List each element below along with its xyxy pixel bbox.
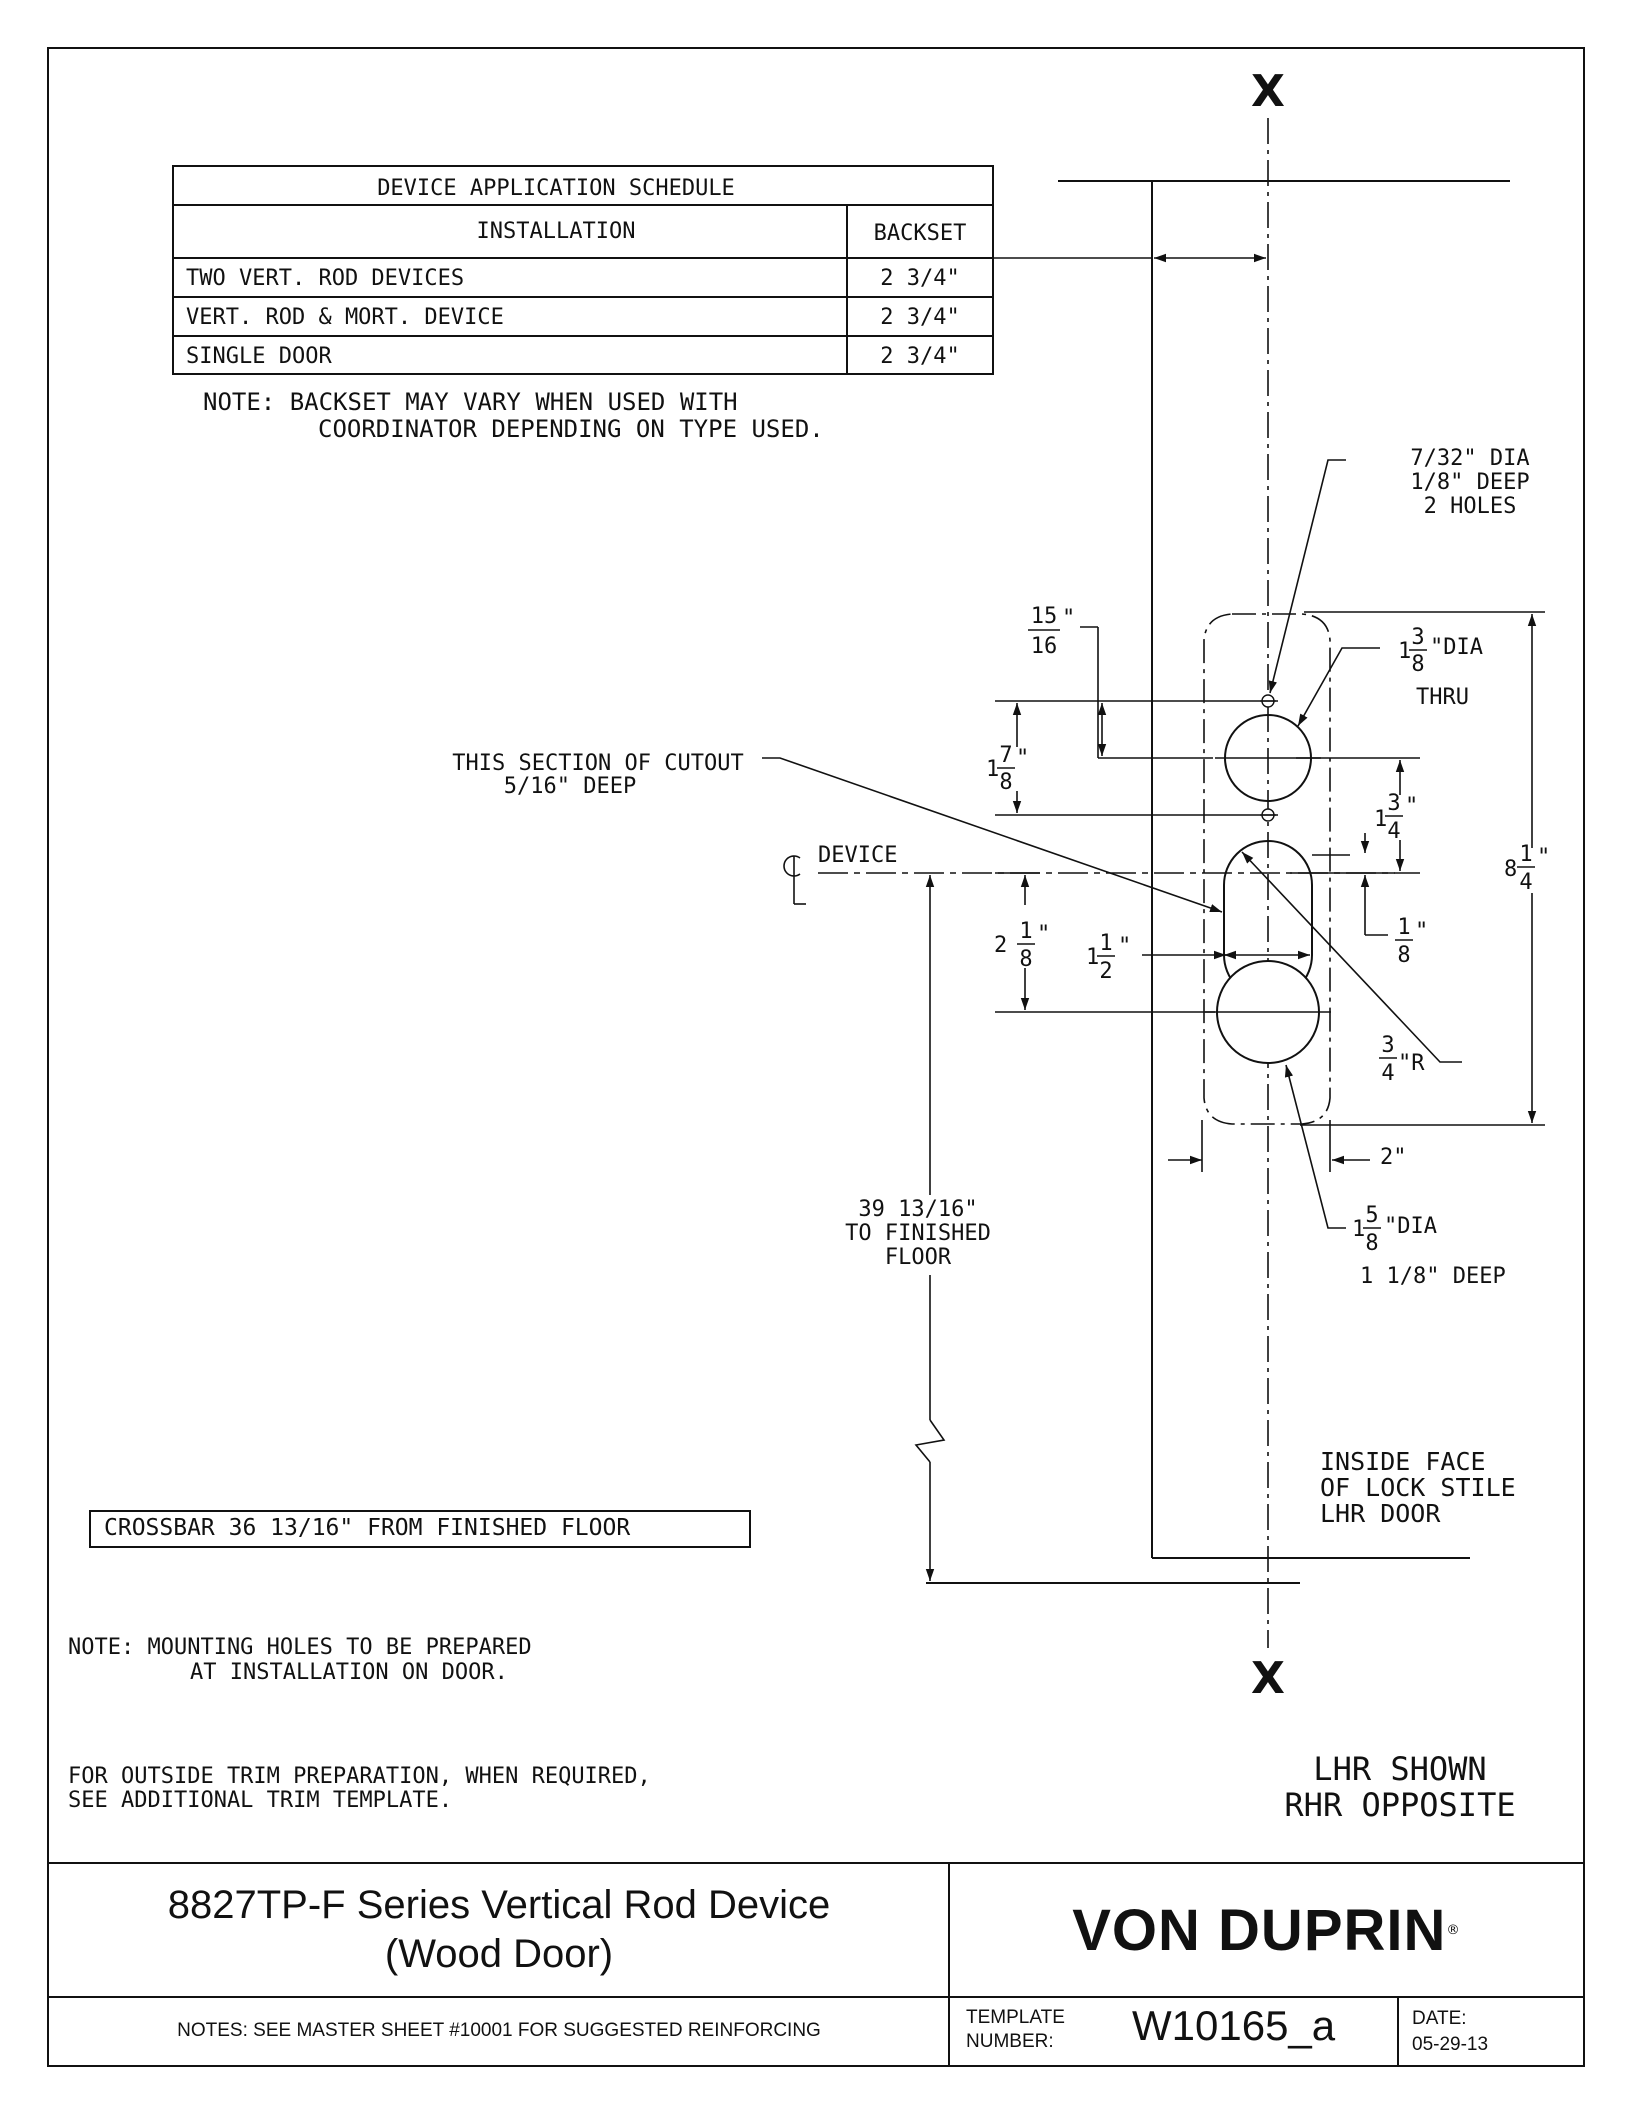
svg-text:8: 8 xyxy=(1411,652,1424,677)
svg-text:15: 15 xyxy=(1031,604,1058,629)
svg-text:": " xyxy=(1415,919,1428,944)
svg-text:": " xyxy=(1118,934,1131,959)
schedule-row-1-backset: 2 3/4" xyxy=(880,266,959,291)
hand-note-line2: RHR OPPOSITE xyxy=(1284,1786,1515,1824)
svg-text:8: 8 xyxy=(1019,947,1032,972)
dim-2-1-8: 2 1 8 " xyxy=(994,919,1050,972)
svg-text:THRU: THRU xyxy=(1416,685,1469,710)
upper-hole-callout: 1 3 8 "DIA THRU xyxy=(1398,625,1483,710)
sheet-border xyxy=(47,47,1585,2067)
centerline-device-label: DEVICE xyxy=(818,843,897,868)
trim-note-line2: SEE ADDITIONAL TRIM TEMPLATE. xyxy=(68,1788,452,1813)
dim-1-1-2: 1 1 2 " xyxy=(1086,931,1131,984)
cutout-callout-line2: 5/16" DEEP xyxy=(504,774,636,799)
dim-1-7-8: 1 7 8 " xyxy=(986,743,1029,795)
svg-text:1: 1 xyxy=(1099,931,1112,956)
small-holes-callout-line2: 1/8" DEEP xyxy=(1410,470,1529,495)
svg-text:8: 8 xyxy=(1365,1231,1378,1256)
schedule-row-2-installation: VERT. ROD & MORT. DEVICE xyxy=(186,305,504,330)
svg-text:": " xyxy=(1537,845,1550,870)
stile-callout-line3: LHR DOOR xyxy=(1320,1499,1441,1528)
small-holes-callout-line3: 2 HOLES xyxy=(1424,494,1517,519)
svg-text:7: 7 xyxy=(999,743,1012,768)
stile-callout-line1: INSIDE FACE xyxy=(1320,1447,1486,1476)
svg-text:2: 2 xyxy=(994,933,1007,958)
svg-text:8: 8 xyxy=(999,770,1012,795)
svg-text:1: 1 xyxy=(1398,639,1411,664)
svg-text:": " xyxy=(1016,746,1029,771)
dim-8-1-4: 8 1 4 " xyxy=(1504,842,1550,895)
svg-text:1: 1 xyxy=(1086,945,1099,970)
floor-callout-line3: FLOOR xyxy=(885,1245,952,1270)
svg-text:"DIA: "DIA xyxy=(1430,635,1483,660)
lower-hole-depth: 1 1/8" DEEP xyxy=(1360,1264,1506,1289)
svg-text:1: 1 xyxy=(1019,919,1032,944)
svg-text:8: 8 xyxy=(1397,943,1410,968)
svg-text:4: 4 xyxy=(1387,819,1400,844)
lower-hole-callout: 1 5 8 "DIA xyxy=(1352,1203,1437,1256)
x-marker-bottom: X xyxy=(1251,1653,1285,1704)
x-marker-top: X xyxy=(1251,66,1285,117)
svg-text:4: 4 xyxy=(1519,870,1532,895)
schedule-row-3-installation: SINGLE DOOR xyxy=(186,344,332,369)
svg-text:5: 5 xyxy=(1365,1203,1378,1228)
svg-text:": " xyxy=(1405,794,1418,819)
svg-text:": " xyxy=(1062,606,1075,631)
svg-text:"DIA: "DIA xyxy=(1384,1214,1437,1239)
mounting-note-line2: AT INSTALLATION ON DOOR. xyxy=(190,1660,508,1685)
svg-text:1: 1 xyxy=(986,757,999,782)
dimension-lines xyxy=(762,459,1545,1581)
dim-1-3-4: 1 3 4 " xyxy=(1374,791,1418,844)
svg-text:3: 3 xyxy=(1387,791,1400,816)
svg-text:1: 1 xyxy=(1374,807,1387,832)
dim-15-16: 15 16 " xyxy=(1028,604,1075,659)
svg-text:3: 3 xyxy=(1381,1033,1394,1058)
dim-1-8: 1 8 " xyxy=(1395,915,1428,968)
stile-callout-line2: OF LOCK STILE xyxy=(1320,1473,1516,1502)
svg-text:1: 1 xyxy=(1352,1217,1365,1242)
lock-stile-lines xyxy=(926,180,1510,1584)
mounting-note-line1: NOTE: MOUNTING HOLES TO BE PREPARED xyxy=(68,1635,532,1660)
svg-text:16: 16 xyxy=(1031,634,1058,659)
crossbar-box xyxy=(89,1510,751,1548)
schedule-col-backset: BACKSET xyxy=(874,221,967,246)
schedule-col-installation: INSTALLATION xyxy=(477,219,636,244)
svg-text:2: 2 xyxy=(1099,959,1112,984)
dim-3-4-radius: 3 4 "R xyxy=(1379,1033,1425,1086)
svg-text:8: 8 xyxy=(1504,857,1517,882)
dim-2in: 2" xyxy=(1380,1145,1407,1170)
schedule-row-2-backset: 2 3/4" xyxy=(880,305,959,330)
small-holes-callout-line1: 7/32" DIA xyxy=(1410,446,1529,471)
centerline-symbol xyxy=(783,855,806,905)
schedule-title: DEVICE APPLICATION SCHEDULE xyxy=(377,176,735,201)
floor-callout-line2: TO FINISHED xyxy=(845,1221,991,1246)
trim-note-line1: FOR OUTSIDE TRIM PREPARATION, WHEN REQUI… xyxy=(68,1764,651,1789)
hand-note-line1: LHR SHOWN xyxy=(1313,1750,1486,1788)
schedule-row-1-installation: TWO VERT. ROD DEVICES xyxy=(186,266,464,291)
svg-text:1: 1 xyxy=(1519,842,1532,867)
svg-text:": " xyxy=(1037,922,1050,947)
svg-text:4: 4 xyxy=(1381,1061,1394,1086)
svg-text:3: 3 xyxy=(1411,625,1424,650)
backset-note-line2: COORDINATOR DEPENDING ON TYPE USED. xyxy=(318,415,824,443)
cutout-callout-line1: THIS SECTION OF CUTOUT xyxy=(452,751,743,776)
crossbar-note: CROSSBAR 36 13/16" FROM FINISHED FLOOR xyxy=(104,1515,630,1541)
floor-callout-line1: 39 13/16" xyxy=(858,1197,977,1222)
backset-note-line1: NOTE: BACKSET MAY VARY WHEN USED WITH xyxy=(203,388,738,416)
svg-text:"R: "R xyxy=(1398,1051,1425,1076)
schedule-table xyxy=(172,165,994,375)
schedule-row-3-backset: 2 3/4" xyxy=(880,344,959,369)
svg-text:1: 1 xyxy=(1397,915,1410,940)
